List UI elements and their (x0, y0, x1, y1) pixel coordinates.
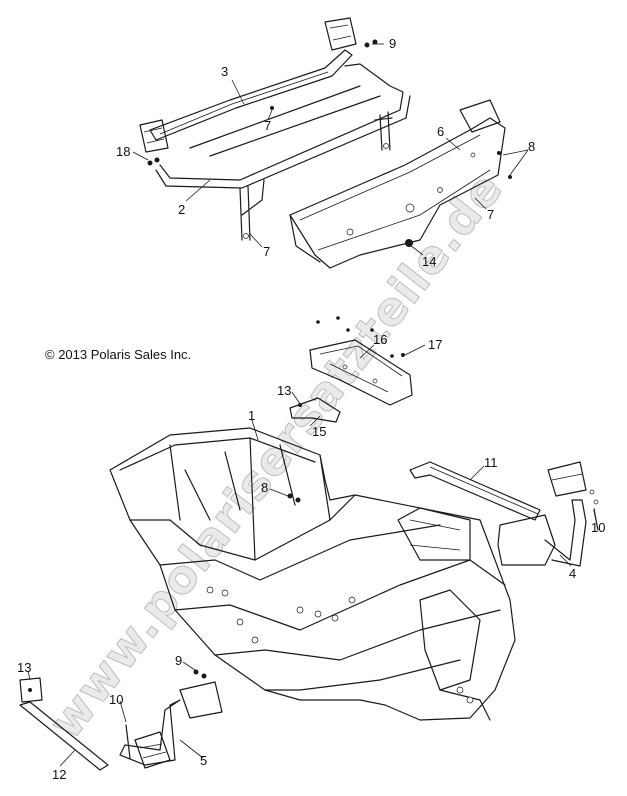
callout-labels: 3 9 7 18 2 7 6 8 7 14 16 17 13 15 1 8 11… (17, 36, 605, 782)
main-chassis (109, 427, 516, 721)
callout-7: 7 (263, 244, 270, 259)
bracket-13-left (19, 677, 43, 703)
watermark: www.polarisersatzteile.de (38, 162, 513, 749)
upper-rack-frame (139, 17, 411, 241)
callout-9: 9 (175, 653, 182, 668)
callout-8: 8 (528, 139, 535, 154)
callout-17: 17 (428, 337, 442, 352)
leader-lines (27, 43, 597, 767)
right-bumper-4 (497, 461, 599, 567)
callout-15: 15 (312, 424, 326, 439)
hardware (125, 39, 599, 759)
callout-10: 10 (591, 520, 605, 535)
callout-6: 6 (437, 124, 444, 139)
mid-bracket-16 (309, 316, 413, 406)
callout-1: 1 (248, 408, 255, 423)
callout-2: 2 (178, 202, 185, 217)
front-bumper-5 (119, 681, 223, 769)
callout-7: 7 (264, 118, 271, 133)
callout-7: 7 (487, 207, 494, 222)
bar-12 (19, 701, 109, 771)
callout-10: 10 (109, 692, 123, 707)
callout-13: 13 (17, 660, 31, 675)
callout-14: 14 (422, 254, 436, 269)
copyright-notice: © 2013 Polaris Sales Inc. (45, 347, 191, 362)
callout-8: 8 (261, 480, 268, 495)
callout-16: 16 (373, 332, 387, 347)
callout-11: 11 (484, 455, 498, 470)
callout-4: 4 (569, 566, 576, 581)
cross-panel (289, 99, 506, 269)
right-bar-11 (409, 461, 541, 521)
callout-3: 3 (221, 64, 228, 79)
callout-18: 18 (116, 144, 130, 159)
callout-5: 5 (200, 753, 207, 768)
bracket-15 (289, 397, 341, 423)
callout-12: 12 (52, 767, 66, 782)
callout-9: 9 (389, 36, 396, 51)
callout-13: 13 (277, 383, 291, 398)
